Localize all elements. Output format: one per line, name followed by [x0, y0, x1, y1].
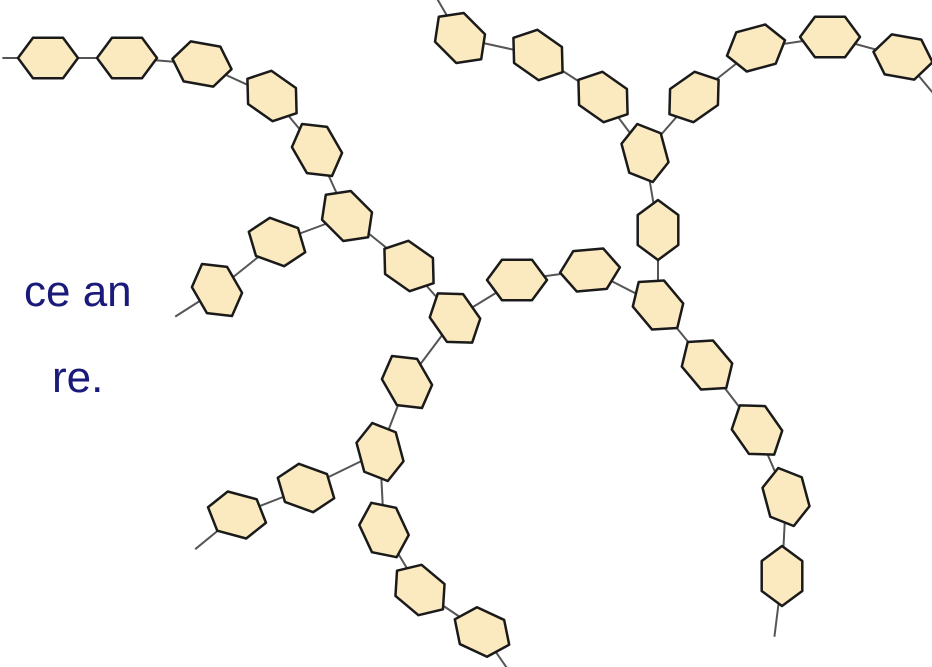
- glucose-unit-hexagon: [723, 394, 791, 466]
- glucose-unit-hexagon: [424, 2, 495, 73]
- glucose-unit-hexagon: [311, 180, 382, 251]
- glucose-unit-hexagon: [236, 62, 308, 130]
- glucose-unit-hexagon: [169, 39, 235, 89]
- glucose-unit-hexagon: [638, 200, 679, 260]
- glucose-unit-hexagon: [487, 260, 547, 301]
- glucose-unit-hexagon: [870, 32, 932, 82]
- glucose-unit-hexagon: [658, 63, 730, 131]
- glucose-unit-hexagon: [353, 418, 408, 486]
- glucose-unit-hexagon: [672, 329, 742, 401]
- glucose-unit-hexagon: [284, 114, 349, 186]
- glucose-unit-hexagon: [184, 254, 249, 326]
- glucose-unit-hexagon: [759, 463, 814, 531]
- glucose-unit-hexagon: [384, 555, 456, 625]
- glucose-unit-hexagon: [502, 21, 574, 89]
- glucose-unit-hexagon: [762, 546, 803, 606]
- glucose-unit-hexagon: [373, 232, 445, 300]
- glucose-unit-hexagon: [18, 38, 78, 79]
- glucose-unit-hexagon: [567, 63, 639, 131]
- glucose-unit-hexagon: [271, 459, 341, 518]
- glucose-unit-hexagon: [353, 494, 415, 566]
- glucose-unit-hexagon: [623, 269, 693, 341]
- glucose-unit-hexagon: [446, 601, 518, 663]
- glucose-unit-hexagon: [558, 247, 621, 293]
- glucose-unit-hexagon: [97, 38, 157, 79]
- glucose-unit-hexagon: [800, 17, 860, 58]
- glucose-unit-hexagon: [374, 346, 439, 418]
